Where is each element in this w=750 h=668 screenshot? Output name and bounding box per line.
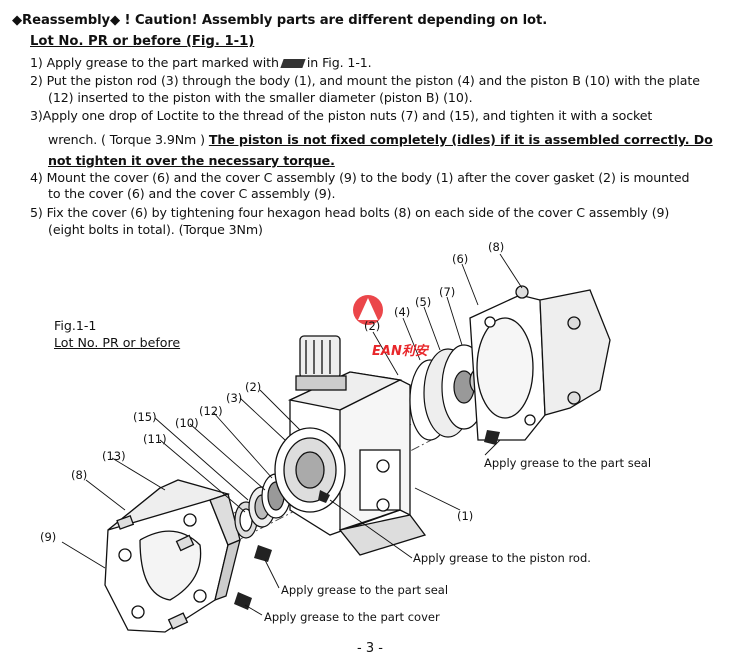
callout-3: (3) bbox=[226, 391, 242, 405]
heading-word: Reassembly bbox=[22, 13, 110, 28]
callout-6: (6) bbox=[452, 252, 468, 266]
reassembly-heading: ◆Reassembly◆ ! Caution! Assembly parts a… bbox=[12, 13, 547, 28]
step-5-line-1: 5) Fix the cover (6) by tightening four … bbox=[30, 205, 670, 220]
step-4-line-2: to the cover (6) and the cover C assembl… bbox=[48, 186, 336, 201]
diamond-icon: ◆ bbox=[12, 13, 23, 28]
watermark-text: EAN利安 bbox=[372, 343, 430, 359]
callout-2-top: (2) bbox=[364, 319, 380, 333]
body-block bbox=[274, 335, 427, 556]
figure-caption: Fig.1-1 bbox=[54, 318, 97, 333]
step-1-text-end: in Fig. 1-1. bbox=[306, 55, 372, 70]
note-seal-right: Apply grease to the part seal bbox=[484, 456, 651, 470]
grease-marker-icon bbox=[234, 592, 252, 610]
step-2-line-2: (12) inserted to the piston with the sma… bbox=[48, 90, 473, 105]
cover-c-assembly bbox=[104, 479, 241, 633]
callout-8-top: (8) bbox=[488, 240, 504, 254]
step-1-text: 1) Apply grease to the part marked with bbox=[30, 55, 279, 70]
grease-notes: Apply grease to the part seal Apply grea… bbox=[264, 456, 651, 624]
step-3-line-3: not tighten it over the necessary torque… bbox=[48, 153, 335, 168]
grease-marker-icon bbox=[484, 430, 500, 445]
step-5-line-2: (eight bolts in total). (Torque 3Nm) bbox=[48, 222, 263, 237]
callout-10: (10) bbox=[175, 416, 199, 430]
diamond-icon: ◆ bbox=[110, 13, 121, 28]
lot-title: Lot No. PR or before (Fig. 1-1) bbox=[30, 34, 255, 49]
grease-marker-icon bbox=[318, 490, 330, 503]
figure-lot: Lot No. PR or before bbox=[54, 335, 181, 350]
callout-1: (1) bbox=[457, 509, 473, 523]
watermark-logo: EAN利安 bbox=[353, 295, 430, 359]
cover-6 bbox=[469, 285, 611, 441]
step-4-line-1: 4) Mount the cover (6) and the cover C a… bbox=[30, 170, 690, 185]
caution-text: ! Caution! Assembly parts are different … bbox=[120, 13, 548, 28]
callout-5: (5) bbox=[415, 295, 431, 309]
callout-12: (12) bbox=[199, 404, 223, 418]
callout-9: (9) bbox=[40, 530, 56, 544]
step-2-line-1: 2) Put the piston rod (3) through the bo… bbox=[30, 73, 700, 88]
page-number: - 3 - bbox=[357, 641, 383, 656]
step-3-line-1: 3)Apply one drop of Loctite to the threa… bbox=[30, 108, 653, 123]
step-3-line-2: wrench. ( Torque 3.9Nm ) The piston is n… bbox=[48, 132, 713, 148]
note-piston-rod: Apply grease to the piston rod. bbox=[413, 551, 591, 565]
callout-4: (4) bbox=[394, 305, 410, 319]
note-cover: Apply grease to the part cover bbox=[264, 610, 440, 624]
callout-2-left: (2) bbox=[245, 380, 261, 394]
step-1: 1) Apply grease to the part marked with i… bbox=[30, 55, 372, 71]
callout-13: (13) bbox=[102, 449, 126, 463]
callout-15: (15) bbox=[133, 410, 157, 424]
callout-8-left: (8) bbox=[71, 468, 87, 482]
note-seal-bottom: Apply grease to the part seal bbox=[281, 583, 448, 597]
leader-lines bbox=[61, 253, 523, 616]
callout-7: (7) bbox=[439, 285, 455, 299]
callout-labels: (8) (6) (7) (5) (4) (2) (3) (2) (12) (15… bbox=[40, 240, 504, 544]
torque-text: wrench. ( Torque 3.9Nm ) bbox=[48, 132, 205, 147]
callout-11: (11) bbox=[143, 432, 167, 446]
grease-markers bbox=[234, 430, 500, 610]
grease-marker-icon bbox=[254, 545, 272, 562]
warning-text: The piston is not fixed completely (idle… bbox=[208, 132, 713, 147]
